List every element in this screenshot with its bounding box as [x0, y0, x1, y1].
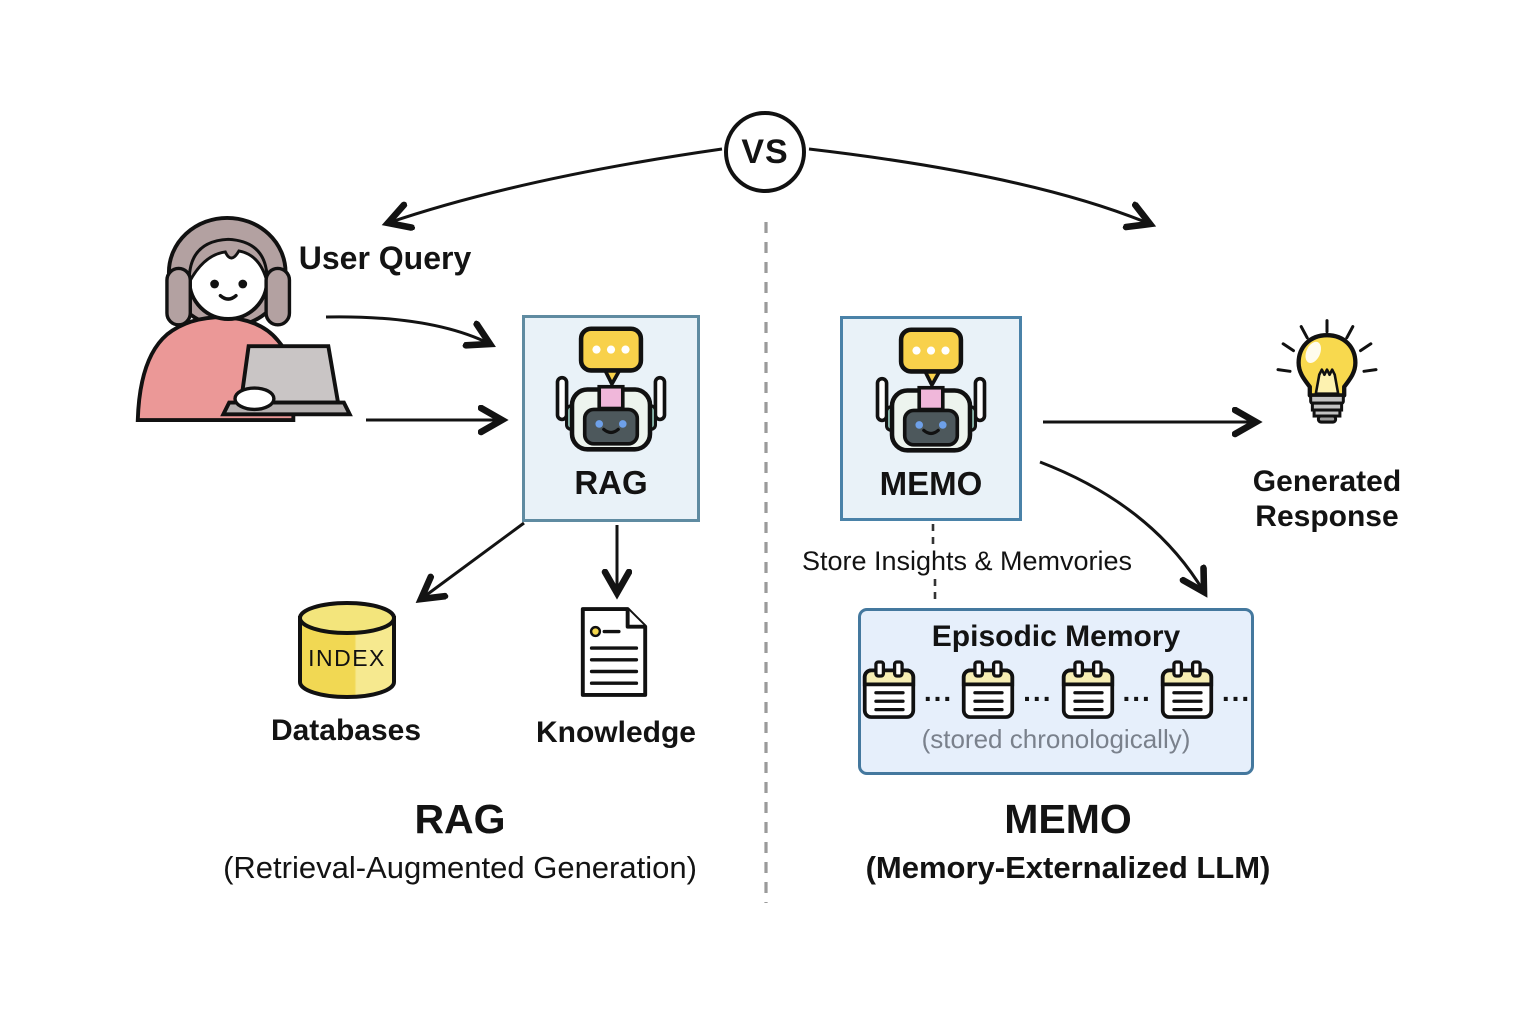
vs-to-right-arrow: [808, 147, 1150, 224]
memo-section-subtitle: (Memory-Externalized LLM): [865, 850, 1271, 885]
episodic-memory-title: Episodic Memory: [931, 620, 1181, 653]
user-query-label: User Query: [298, 240, 472, 276]
rag-box-label: RAG: [574, 464, 648, 501]
lightbulb-rays: [1276, 319, 1378, 373]
vs-badge-label: VS: [741, 132, 789, 171]
memory-calendar-icon: [862, 660, 915, 719]
rag-agent-box: RAG: [522, 315, 700, 522]
ellipsis-separator: ...: [923, 676, 954, 707]
robot-icon: [555, 326, 667, 452]
laptop-icon: [220, 344, 353, 417]
speech-bubble-icon: [578, 326, 644, 386]
generated-response-label: Generated Response: [1252, 465, 1402, 534]
user-person-illustration: [135, 215, 353, 423]
ellipsis-separator: ...: [1122, 676, 1152, 707]
vs-to-left-arrow: [388, 147, 723, 223]
ellipsis-separator: ...: [1221, 676, 1252, 707]
memo-section-title: MEMO: [1004, 796, 1132, 842]
database-icon: INDEX: [298, 601, 396, 699]
lightbulb-icon: [1276, 319, 1378, 424]
person-icon: [135, 215, 296, 423]
robot-icon: [875, 327, 987, 453]
episodic-memory-caption: (stored chronologically): [921, 724, 1191, 754]
knowledge-document-icon: [580, 607, 648, 697]
user-to-rag-curved-arrow: [325, 315, 490, 344]
ellipsis-separator: ...: [1023, 676, 1053, 707]
episodic-memory-box: Episodic Memory ... ...: [858, 608, 1254, 775]
speech-bubble-icon: [898, 327, 964, 387]
person-hand: [233, 386, 276, 412]
store-insights-label: Store Insights & Memvories: [801, 546, 1133, 576]
database-index-text: INDEX: [308, 645, 386, 671]
memo-agent-box: MEMO: [840, 316, 1022, 521]
vs-badge: VS: [724, 111, 806, 193]
memo-to-episodic-arrow: [1039, 460, 1204, 592]
rag-section-title: RAG: [414, 796, 506, 842]
memo-box-label: MEMO: [879, 465, 983, 502]
rag-section-subtitle: (Retrieval-Augmented Generation): [223, 850, 697, 885]
rag-to-databases-arrow: [421, 521, 525, 599]
memory-calendar-icon: [1061, 660, 1114, 719]
knowledge-label: Knowledge: [535, 716, 696, 749]
databases-label: Databases: [270, 714, 422, 747]
memory-calendar-row: ... ... ...: [861, 659, 1251, 721]
memory-calendar-icon: [962, 660, 1015, 719]
memory-calendar-icon: [1160, 660, 1213, 719]
